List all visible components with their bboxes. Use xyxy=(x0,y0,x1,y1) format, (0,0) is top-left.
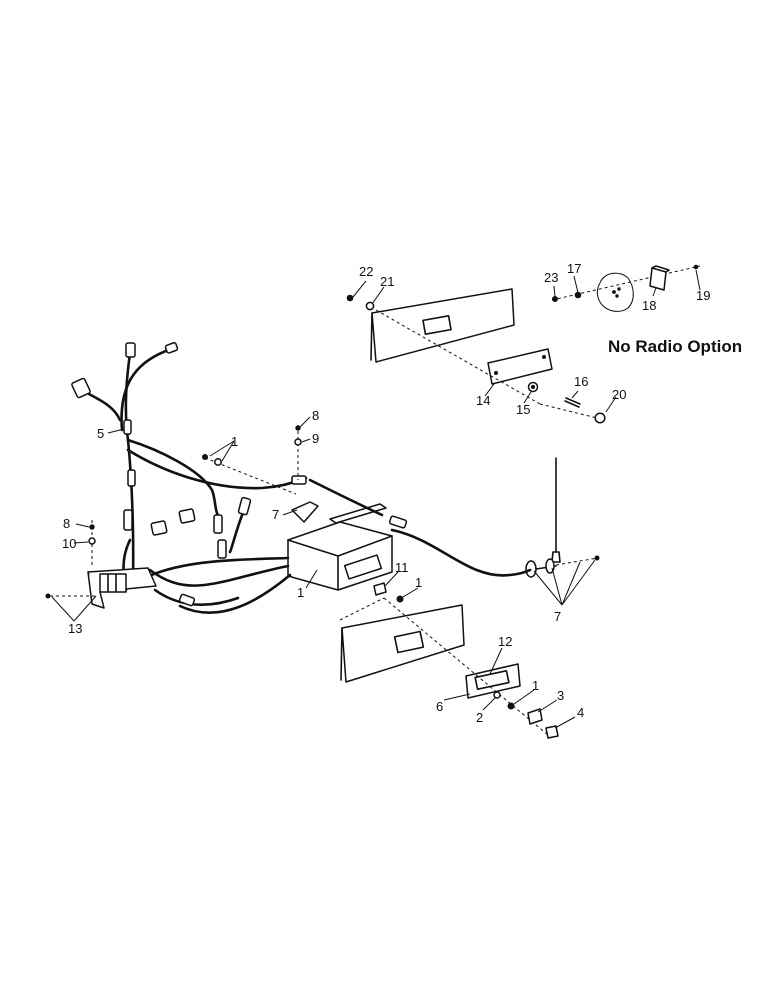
upper-dash-panel xyxy=(370,288,515,363)
callout-4: 3 xyxy=(557,688,564,703)
callout-17: 20 xyxy=(612,387,626,402)
harness-connectors xyxy=(71,342,408,607)
callout-1-nut: 1 xyxy=(415,575,422,590)
upper-hardware xyxy=(346,294,606,424)
callout-labels: 22 21 23 17 18 19 14 15 16 20 1 8 9 5 7 … xyxy=(62,261,710,725)
callout-3: 5 xyxy=(97,426,104,441)
callout-6: 7 xyxy=(272,507,279,522)
upper-fastener-axis-2 xyxy=(539,403,598,419)
callout-22: 17 xyxy=(567,261,581,276)
no-radio-option-label: No Radio Option xyxy=(608,337,742,356)
leader-lines xyxy=(51,269,701,729)
callout-5: 4 xyxy=(577,705,584,720)
callout-8-left: 10 xyxy=(62,536,76,551)
callout-23: 23 xyxy=(544,270,558,285)
radio-bezel xyxy=(465,663,521,699)
callout-15: 15 xyxy=(516,402,530,417)
callout-10: 6 xyxy=(436,699,443,714)
fuse-bracket xyxy=(45,567,157,609)
callout-16: 16 xyxy=(574,374,588,389)
lower-mount-axis xyxy=(339,597,385,621)
callout-20: 18 xyxy=(642,298,656,313)
blank-cover-plate xyxy=(487,348,553,385)
callout-1-radio: 1 xyxy=(297,585,304,600)
callout-13: 13 xyxy=(68,621,82,636)
lower-hardware xyxy=(373,582,559,739)
callout-1-top: 1 xyxy=(231,434,238,449)
upper-fastener-axis xyxy=(375,309,541,405)
callout-12: 7 xyxy=(554,609,561,624)
callout-7-left: 8 xyxy=(63,516,70,531)
callout-18: 21 xyxy=(380,274,394,289)
radio-unit xyxy=(287,503,393,591)
lower-fastener-axis xyxy=(383,597,549,736)
callout-8-top: 9 xyxy=(312,431,319,446)
antenna xyxy=(525,457,600,578)
left-fasteners xyxy=(88,520,96,566)
callout-9: 11 xyxy=(395,560,409,575)
callout-11: 12 xyxy=(498,634,512,649)
callout-7-top: 8 xyxy=(312,408,319,423)
lower-dash-panel xyxy=(340,604,465,683)
callout-14: 14 xyxy=(476,393,490,408)
callout-2: 2 xyxy=(476,710,483,725)
mounting-clip xyxy=(291,501,319,523)
callout-1-bezel: 1 xyxy=(532,678,539,693)
callout-19: 22 xyxy=(359,264,373,279)
center-fasteners xyxy=(202,425,302,495)
callout-21: 19 xyxy=(696,288,710,303)
top-right-bracket-group xyxy=(551,264,701,312)
